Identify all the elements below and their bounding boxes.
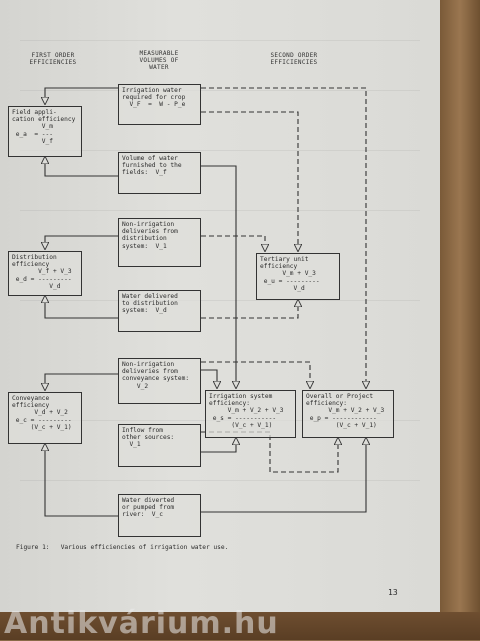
line-nonirr2-to-irrigation-system — [201, 369, 217, 388]
dashed-inflow-to-overall — [201, 431, 338, 473]
flow-diagram — [0, 87, 440, 517]
box-water-diverted: Water diverted or pumped from river: V_c — [118, 494, 201, 537]
table-surface — [0, 612, 480, 640]
box-irrigation-system-efficiency: Irrigation system efficiency: V_m + V_2 … — [205, 390, 296, 438]
box-irrigation-required: Irrigation water required for crop V_F =… — [118, 84, 201, 125]
header-second-order: SECOND ORDER EFFICIENCIES — [270, 52, 318, 66]
line-diverted-to-overall — [201, 438, 366, 513]
dashed-irrigation-to-overall — [201, 87, 366, 388]
box-tertiary-efficiency: Tertiary unit efficiency V_m + V_3 e_u =… — [256, 253, 340, 300]
box-overall-efficiency: Overall or Project efficiency: V_m + V_2… — [302, 390, 394, 438]
line-furnished-to-field — [45, 157, 118, 177]
box-non-irrigation-conveyance: Non-irrigation deliveries from conveyanc… — [118, 358, 201, 404]
line-irrigation-to-field — [45, 87, 118, 104]
box-distribution-efficiency: Distribution efficiency V_f + V_3 e_d = … — [8, 251, 82, 296]
dashed-delivered-to-tertiary — [201, 300, 298, 319]
line-nonirr1-to-distribution — [45, 235, 118, 249]
box-non-irrigation-distribution: Non-irrigation deliveries from distribut… — [118, 218, 201, 267]
dashed-nonirr1-to-tertiary — [201, 235, 265, 251]
dashed-irrigation-to-tertiary — [201, 111, 298, 251]
line-inflow-to-irrigation-system — [201, 438, 236, 453]
line-nonirr2-to-conveyance — [45, 373, 118, 390]
box-conveyance-efficiency: Conveyance efficiency V_d + V_2 e_c = --… — [8, 392, 82, 444]
box-field-efficiency: Field appli- cation efficiency V_m e_a =… — [8, 106, 82, 157]
book-spine — [440, 0, 480, 640]
header-first-order: FIRST ORDER EFFICIENCIES — [29, 52, 77, 66]
figure-caption: Figure 1: Various efficiencies of irriga… — [16, 544, 229, 551]
watermark: Antikvárium.hu — [4, 606, 279, 641]
page-number: 13 — [388, 588, 398, 597]
line-furnished-to-irrigation-system — [201, 165, 236, 388]
line-delivered-to-distribution — [45, 296, 118, 319]
line-diverted-to-conveyance — [45, 444, 118, 517]
box-volume-furnished: Volume of water furnished to the fields:… — [118, 152, 201, 194]
dashed-nonirr2-to-overall — [201, 361, 310, 388]
box-inflow: Inflow from other sources: V_1 — [118, 424, 201, 467]
box-water-delivered: Water delivered to distribution system: … — [118, 290, 201, 332]
header-measurable: MEASURABLE VOLUMES OF WATER — [139, 50, 179, 71]
